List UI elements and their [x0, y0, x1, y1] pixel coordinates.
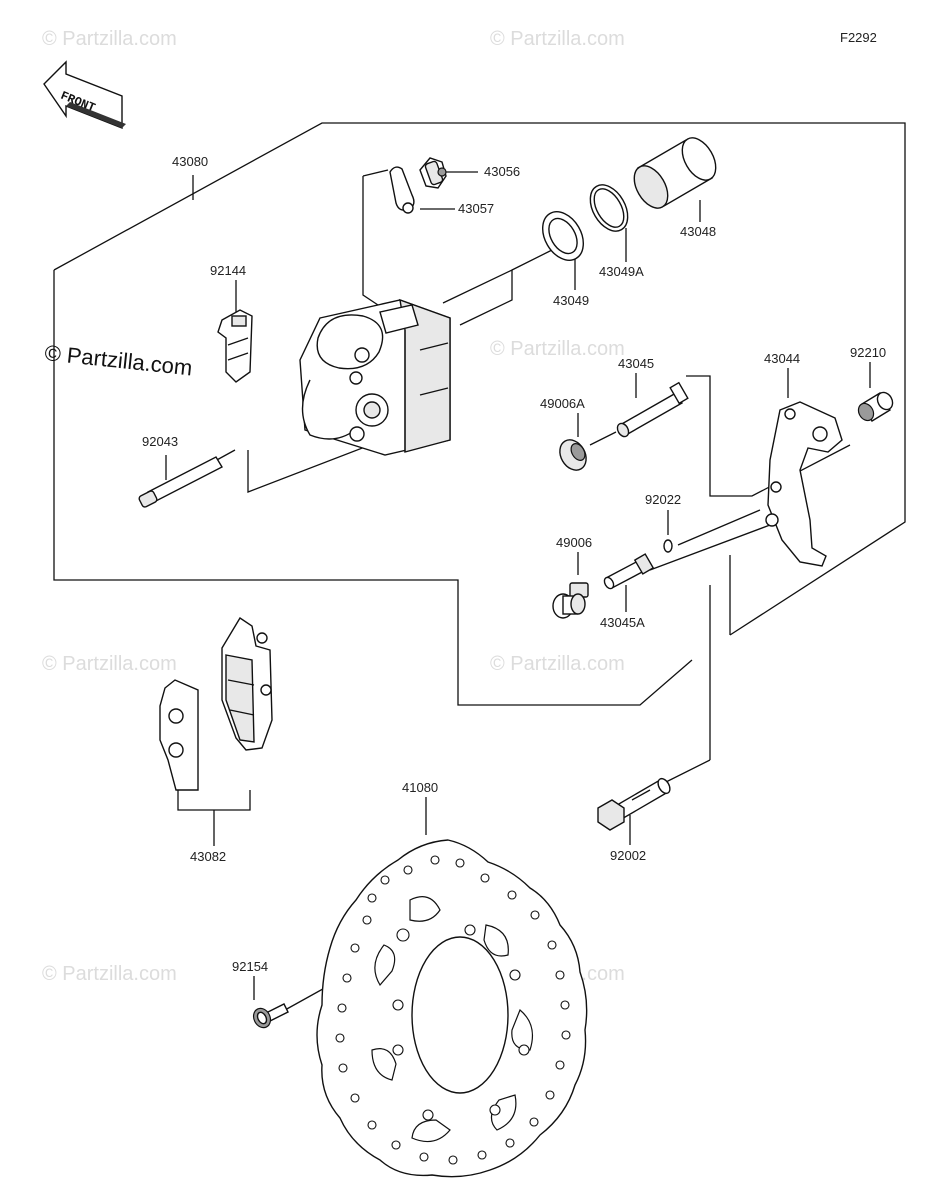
bleeder-valve	[419, 157, 447, 189]
part-number-label: 49006	[556, 535, 592, 550]
figure-code: F2292	[840, 30, 877, 45]
caliper-assy-outline	[53, 122, 906, 636]
watermarks: © Partzilla.com © Partzilla.com © Partzi…	[42, 28, 625, 985]
part-number-label: 49006A	[540, 396, 585, 411]
brake-disc	[316, 839, 588, 1178]
part-number-label: 92154	[232, 959, 268, 974]
brake-pad-front	[221, 617, 273, 751]
boot-49006	[552, 582, 589, 619]
watermark: © Partzilla.com	[490, 28, 625, 50]
part-number-label: 43082	[190, 849, 226, 864]
part-number-label: 43049	[553, 293, 589, 308]
caliper-pin	[138, 456, 223, 508]
caliper-bracket	[765, 401, 843, 567]
part-number-label: 92144	[210, 263, 246, 278]
part-number-label: 92022	[645, 492, 681, 507]
part-number-label: 41080	[402, 780, 438, 795]
piston	[633, 137, 717, 209]
seal-43049a	[589, 184, 629, 232]
part-number-label: 43044	[764, 351, 800, 366]
boot-49006a	[559, 439, 587, 471]
watermark-main: © Partzilla.com	[43, 340, 193, 380]
part-number-label: 92002	[610, 848, 646, 863]
part-number-label: 43045	[618, 356, 654, 371]
part-number-label: 92210	[850, 345, 886, 360]
caliper-assy-outline	[53, 270, 693, 706]
part-number-label: 43056	[484, 164, 520, 179]
caliper-body	[299, 298, 451, 456]
part-number-label: 92043	[142, 434, 178, 449]
ring	[663, 539, 673, 553]
part-labels: 43080 92144 92043 43056 43057 43048 4304…	[142, 154, 886, 974]
seal-43049	[542, 211, 584, 261]
slide-pin	[616, 381, 689, 438]
brake-pad-rear	[159, 679, 199, 791]
part-number-label: 43045A	[600, 615, 645, 630]
part-number-label: 43048	[680, 224, 716, 239]
pad-spring	[217, 309, 253, 383]
mount-bolt	[597, 777, 671, 831]
part-number-label: 43080	[172, 154, 208, 169]
part-number-label: 43049A	[599, 264, 644, 279]
disc-bolt	[252, 1003, 289, 1029]
watermark: © Partzilla.com	[490, 338, 625, 360]
front-arrow-icon: FRONT	[43, 60, 126, 130]
part-number-label: 43057	[458, 201, 494, 216]
watermark: © Partzilla.com	[42, 963, 177, 985]
watermark: © Partzilla.com	[42, 653, 177, 675]
slide-pin-a	[603, 553, 655, 590]
sleeve	[857, 391, 894, 422]
watermark: © Partzilla.com	[42, 28, 177, 50]
bleeder-cap	[389, 166, 415, 214]
watermark: © Partzilla.com	[490, 653, 625, 675]
